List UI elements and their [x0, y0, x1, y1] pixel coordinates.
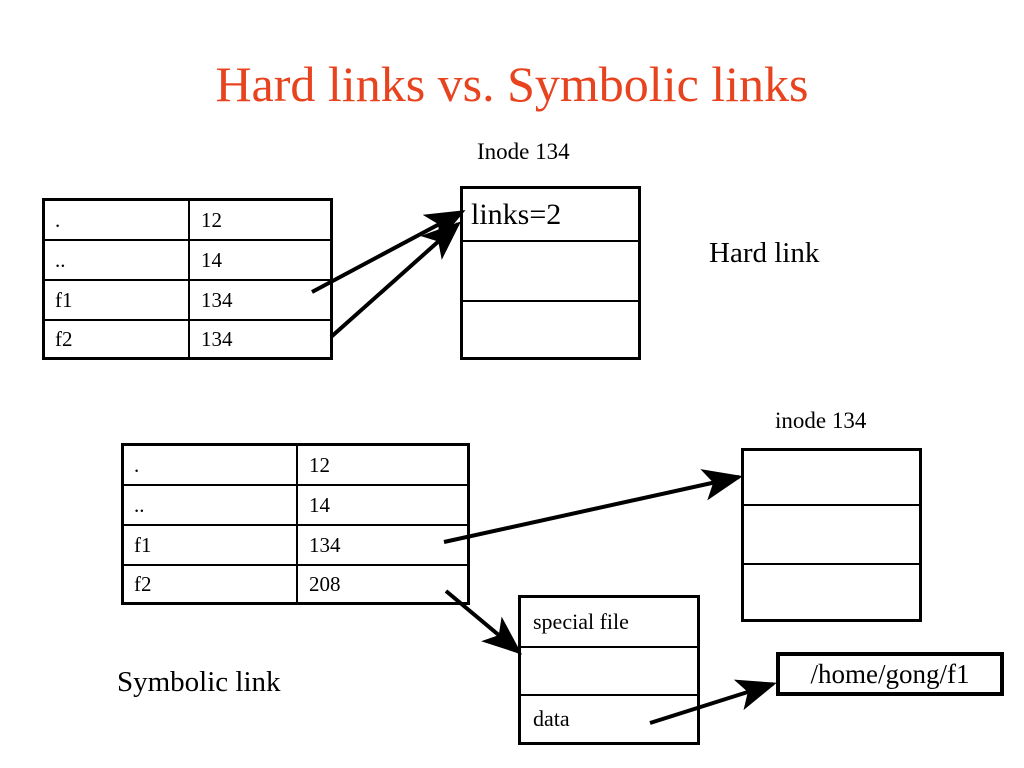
special-file-row-blank	[521, 648, 697, 696]
table-row: f1 134	[45, 281, 330, 321]
symlink-path-box: /home/gong/f1	[776, 652, 1004, 696]
hard-link-inode-caption: Inode 134	[477, 139, 570, 164]
inode-row-blank	[744, 565, 919, 619]
inode-row-blank	[463, 242, 638, 302]
arrow-f1-to-inode134-sym	[443, 469, 743, 544]
dir-entry-name: .	[124, 446, 298, 484]
dir-entry-inode: 14	[201, 247, 222, 272]
dir-entry-name: f2	[45, 321, 190, 357]
table-row: . 12	[124, 446, 467, 486]
dir-entry-inode: 208	[309, 571, 341, 596]
hard-link-directory-table: . 12 .. 14 f1 134 f2 134	[42, 198, 333, 360]
dir-entry-name: ..	[124, 486, 298, 524]
dir-entry-inode: 12	[201, 207, 222, 232]
inode-row-blank	[463, 302, 638, 357]
inode-row-blank	[744, 451, 919, 506]
dir-entry-name: f1	[45, 281, 190, 319]
table-row: . 12	[45, 201, 330, 241]
page-title: Hard links vs. Symbolic links	[215, 56, 809, 112]
table-row: f2 134	[45, 321, 330, 357]
dir-entry-inode: 14	[309, 492, 330, 517]
dir-entry-name: ..	[45, 241, 190, 279]
dir-entry-inode: 134	[201, 287, 233, 312]
dir-entry-inode: 12	[309, 452, 330, 477]
hard-link-inode-box: links=2	[460, 186, 641, 360]
dir-entry-name: f1	[124, 526, 298, 564]
inode-row-blank	[744, 506, 919, 565]
arrow-f1-to-inode134-hard	[311, 210, 466, 294]
symbolic-link-directory-table: . 12 .. 14 f1 134 f2 208	[121, 443, 470, 605]
symbolic-link-label: Symbolic link	[117, 666, 281, 698]
table-row: f2 208	[124, 566, 467, 602]
dir-entry-inode: 134	[201, 326, 233, 351]
table-row: f1 134	[124, 526, 467, 566]
dir-entry-inode: 134	[309, 532, 341, 557]
dir-entry-name: f2	[124, 566, 298, 602]
table-row: .. 14	[45, 241, 330, 281]
symbolic-link-inode-box	[741, 448, 922, 622]
symbolic-link-inode-caption: inode 134	[775, 408, 867, 433]
special-file-row-title: special file	[521, 598, 697, 648]
arrow-f2-to-inode134-hard	[329, 221, 461, 339]
inode-row-links: links=2	[463, 189, 638, 242]
special-file-box: special file data	[518, 595, 700, 745]
table-row: .. 14	[124, 486, 467, 526]
hard-link-label: Hard link	[709, 237, 820, 269]
dir-entry-name: .	[45, 201, 190, 239]
special-file-row-data: data	[533, 706, 570, 731]
